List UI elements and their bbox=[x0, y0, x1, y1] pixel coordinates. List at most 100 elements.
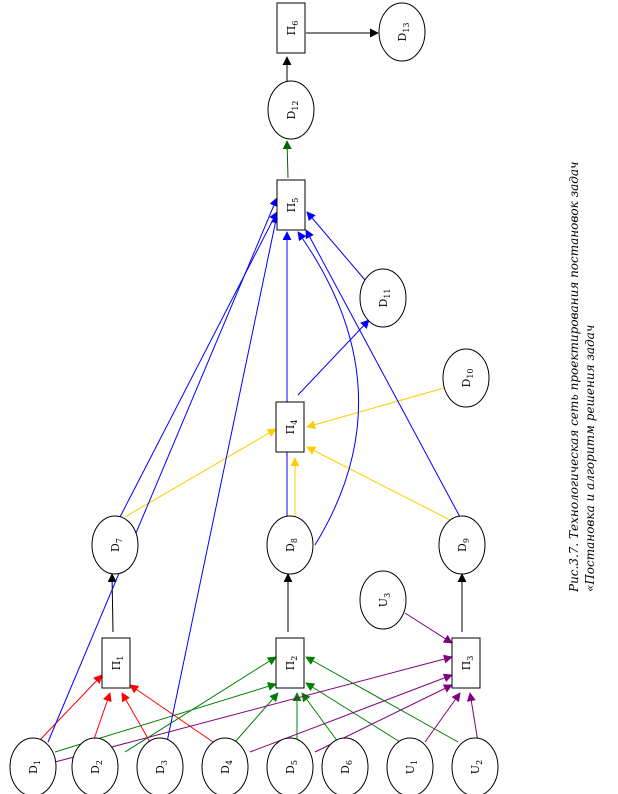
node-label-d4: D4 bbox=[219, 760, 234, 774]
node-label-subscript: 2 bbox=[290, 656, 299, 661]
node-label-subscript: 1 bbox=[410, 760, 419, 765]
node-label-p3: П3 bbox=[460, 656, 475, 671]
node-label-subscript: 1 bbox=[116, 656, 125, 661]
node-label-subscript: 2 bbox=[95, 760, 104, 765]
node-label-subscript: 10 bbox=[466, 368, 475, 378]
node-label-u1: U1 bbox=[404, 760, 419, 774]
process-box-p4: П4 bbox=[275, 401, 305, 453]
node-label-d2: D2 bbox=[89, 760, 104, 774]
data-node-d4: D4 bbox=[201, 737, 249, 794]
node-label-subscript: 9 bbox=[462, 538, 471, 543]
node-label-p2: П2 bbox=[284, 656, 299, 671]
figure-caption-line2: «Постановка и алгоритм решения задач bbox=[583, 325, 597, 592]
node-label-subscript: 5 bbox=[290, 760, 299, 765]
node-label-main: D bbox=[27, 765, 40, 774]
edge-darkgreen-arrow bbox=[282, 140, 292, 179]
edge-purple-arrow bbox=[466, 692, 479, 743]
node-label-main: D bbox=[339, 765, 352, 774]
edge-blue-arrow bbox=[306, 211, 366, 281]
node-label-main: П bbox=[284, 425, 297, 435]
node-label-subscript: 6 bbox=[291, 21, 300, 26]
nodes-layer: D1D2D3D4D5D6U1U2U3D7D8D9D10D11D12D13П1П2… bbox=[9, 2, 499, 794]
node-label-main: D bbox=[460, 379, 473, 388]
node-label-d12: D12 bbox=[285, 100, 300, 119]
node-label-subscript: 2 bbox=[475, 760, 484, 765]
node-label-subscript: 3 bbox=[160, 760, 169, 765]
process-box-p6: П6 bbox=[276, 2, 306, 54]
node-label-d5: D5 bbox=[284, 760, 299, 774]
node-label-p4: П4 bbox=[284, 420, 299, 435]
node-label-d11: D11 bbox=[377, 288, 392, 307]
node-label-main: D bbox=[109, 543, 122, 552]
data-node-d6: D6 bbox=[321, 737, 369, 794]
node-label-main: D bbox=[284, 543, 297, 552]
node-label-main: D bbox=[377, 299, 390, 308]
edges-layer bbox=[37, 28, 479, 763]
node-label-main: U bbox=[404, 765, 417, 774]
node-label-main: П bbox=[110, 661, 123, 671]
node-label-d10: D10 bbox=[460, 368, 475, 387]
figure-caption-line1: Рис.3.7. Технологическая сеть проектиров… bbox=[567, 161, 581, 593]
node-label-subscript: 5 bbox=[291, 198, 300, 203]
node-label-subscript: 3 bbox=[383, 593, 392, 598]
node-label-main: П bbox=[284, 661, 297, 671]
node-label-d6: D6 bbox=[339, 760, 354, 774]
data-node-d1: D1 bbox=[9, 737, 57, 794]
node-label-subscript: 4 bbox=[290, 420, 299, 425]
data-node-u1: U1 bbox=[386, 737, 434, 794]
edge-yellow-arrow bbox=[124, 428, 277, 518]
data-node-d7: D7 bbox=[91, 515, 139, 575]
node-label-main: П bbox=[285, 203, 298, 213]
data-node-u2: U2 bbox=[451, 737, 499, 794]
edge-purple-arrow bbox=[424, 692, 461, 743]
node-label-main: D bbox=[284, 765, 297, 774]
process-box-p1: П1 bbox=[101, 637, 131, 689]
node-label-main: П bbox=[460, 661, 473, 671]
edge-blue-arrow bbox=[47, 197, 279, 743]
node-label-main: D bbox=[456, 543, 469, 552]
node-label-subscript: 8 bbox=[290, 538, 299, 543]
node-label-subscript: 12 bbox=[291, 100, 300, 110]
node-label-d7: D7 bbox=[109, 538, 124, 552]
node-label-main: D bbox=[154, 765, 167, 774]
data-node-d12: D12 bbox=[267, 80, 315, 140]
data-node-d8: D8 bbox=[266, 515, 314, 575]
node-label-main: D bbox=[89, 765, 102, 774]
node-label-main: D bbox=[396, 33, 409, 42]
edge-blue-arrow bbox=[297, 319, 370, 396]
node-label-main: D bbox=[285, 111, 298, 120]
edge-green-arrow bbox=[234, 692, 279, 743]
node-label-main: D bbox=[219, 765, 232, 774]
node-label-d9: D9 bbox=[456, 538, 471, 552]
data-node-d10: D10 bbox=[442, 348, 490, 408]
edge-yellow-arrow bbox=[306, 446, 451, 521]
edge-red-arrow bbox=[37, 674, 103, 743]
node-label-d3: D3 bbox=[154, 760, 169, 774]
data-node-d5: D5 bbox=[266, 737, 314, 794]
node-label-main: U bbox=[377, 598, 390, 607]
data-node-u3: U3 bbox=[359, 570, 407, 630]
edge-blue-arrow bbox=[166, 214, 280, 743]
edge-green-arrow bbox=[301, 692, 339, 743]
data-node-d2: D2 bbox=[71, 737, 119, 794]
node-label-u2: U2 bbox=[469, 760, 484, 774]
node-label-subscript: 7 bbox=[115, 538, 124, 543]
node-label-subscript: 11 bbox=[383, 288, 392, 298]
node-label-main: П bbox=[285, 26, 298, 36]
node-label-p5: П5 bbox=[285, 198, 300, 213]
process-box-p2: П2 bbox=[275, 637, 305, 689]
edge-blue-arrow bbox=[297, 231, 360, 546]
edge-yellow-arrow bbox=[306, 387, 445, 430]
node-label-p1: П1 bbox=[110, 656, 125, 671]
data-node-d11: D11 bbox=[359, 268, 407, 328]
edge-blue-arrow bbox=[305, 229, 461, 518]
node-label-u3: U3 bbox=[377, 593, 392, 607]
edge-red-arrow bbox=[121, 692, 151, 743]
node-label-subscript: 4 bbox=[225, 760, 234, 765]
node-label-subscript: 13 bbox=[402, 22, 411, 32]
edge-blue-arrow bbox=[119, 211, 278, 518]
node-label-subscript: 1 bbox=[33, 760, 42, 765]
node-label-subscript: 6 bbox=[345, 760, 354, 765]
edge-green-arrow bbox=[124, 656, 277, 753]
